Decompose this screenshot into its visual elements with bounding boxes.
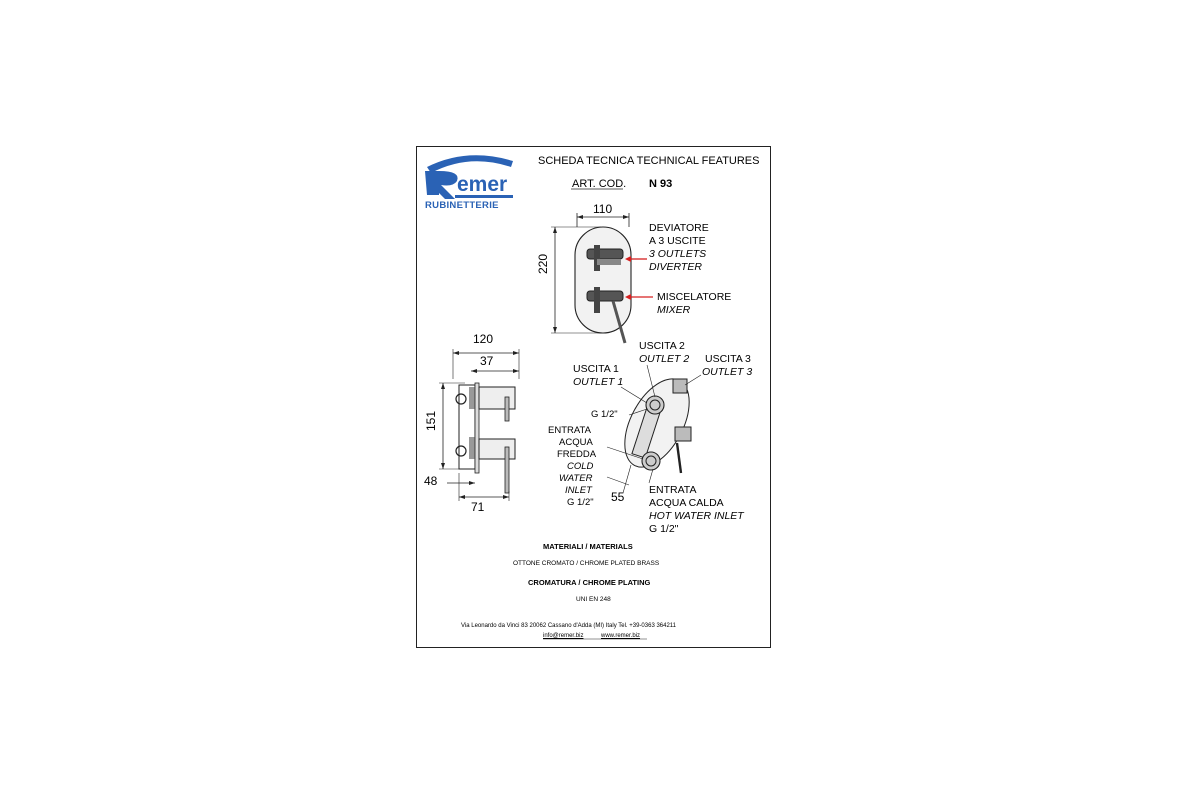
outlet2-label-en: OUTLET 2	[639, 353, 690, 365]
cold-label-it-2: ACQUA	[559, 437, 593, 448]
dim-inlet-spacing: 55	[611, 490, 625, 504]
plating-heading: CROMATURA / CHROME PLATING	[528, 578, 651, 587]
thread-hot-label: G 1/2"	[649, 523, 679, 535]
thread-cold-label: G 1/2"	[567, 497, 594, 508]
red-arrow-mixer	[625, 294, 653, 300]
hot-label-it-1: ENTRATA	[649, 484, 697, 496]
diverter-label-it-1: DEVIATORE	[649, 222, 709, 234]
materials-heading: MATERIALI / MATERIALS	[543, 542, 633, 551]
footer-website[interactable]: www.remer.biz	[601, 633, 641, 639]
outlet1-label-it: USCITA 1	[573, 363, 619, 375]
dim-side-width: 120	[473, 332, 494, 346]
hot-label-it-2: ACQUA CALDA	[649, 497, 724, 509]
technical-sheet: emer RUBINETTERIE	[416, 146, 771, 648]
isometric-view	[606, 364, 702, 494]
outlet1-label-en: OUTLET 1	[573, 376, 624, 388]
cold-label-it-3: FREDDA	[557, 449, 597, 460]
side-view	[439, 349, 520, 501]
art-code-value: N 93	[649, 178, 673, 190]
outlet3-label-it: USCITA 3	[705, 353, 751, 365]
footer-email[interactable]: info@remer.biz	[543, 633, 584, 639]
art-code-label: ART. COD.	[572, 178, 627, 190]
plating-standard: UNI EN 248	[576, 596, 611, 603]
footer-address: Via Leonardo da Vinci 83 20062 Cassano d…	[461, 623, 677, 629]
dim-side-depth: 37	[480, 354, 494, 368]
cold-label-en-2: WATER	[559, 473, 593, 484]
thread-outlet-label: G 1/2"	[591, 409, 618, 420]
diverter-label-it-2: A 3 USCITE	[649, 235, 706, 247]
mixer-label-it: MISCELATORE	[657, 291, 732, 303]
sheet-title: SCHEDA TECNICA TECHNICAL FEATURES	[538, 155, 760, 167]
cold-label-en-3: INLET	[565, 485, 592, 496]
diverter-label-en-1: 3 OUTLETS	[649, 248, 707, 260]
technical-drawings: emer RUBINETTERIE	[425, 155, 702, 640]
dim-side-offset: 48	[424, 474, 438, 488]
outlet3-label-en: OUTLET 3	[702, 366, 753, 378]
dim-side-bottom: 71	[471, 500, 485, 514]
front-view	[551, 213, 632, 344]
mixer-label-en: MIXER	[657, 304, 691, 316]
cold-label-en-1: COLD	[567, 461, 594, 472]
dim-front-width: 110	[593, 202, 613, 216]
hot-label-en: HOT WATER INLET	[649, 510, 744, 522]
red-arrow-diverter	[625, 256, 647, 262]
materials-value: OTTONE CROMATO / CHROME PLATED BRASS	[513, 560, 660, 567]
logo-word: emer	[457, 173, 507, 196]
remer-logo: emer RUBINETTERIE	[425, 155, 513, 211]
logo-subtitle: RUBINETTERIE	[425, 200, 499, 211]
outlet2-label-it: USCITA 2	[639, 340, 685, 352]
cold-label-it-1: ENTRATA	[548, 425, 591, 436]
dim-side-height: 151	[424, 410, 438, 431]
diverter-label-en-2: DIVERTER	[649, 261, 702, 273]
dim-front-height: 220	[536, 253, 550, 274]
